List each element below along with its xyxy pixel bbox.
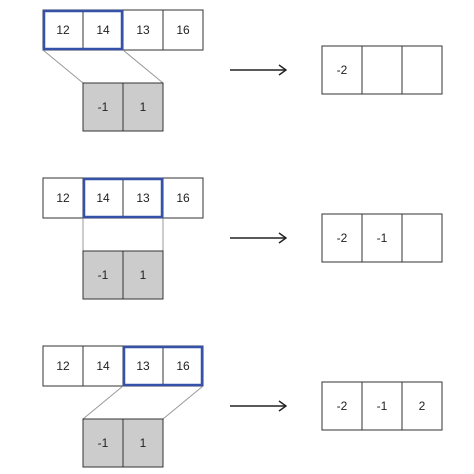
arrow-icon	[230, 64, 288, 76]
input-cell-value: 13	[136, 23, 150, 37]
output-cell-value: -1	[377, 399, 388, 413]
output-cell	[401, 213, 443, 263]
input-cell: 13	[122, 9, 164, 51]
kernel-cell: 1	[122, 418, 164, 468]
kernel-connector	[82, 385, 204, 420]
output-row: -2 -1 2	[321, 381, 443, 431]
input-cell: 16	[162, 345, 204, 387]
output-cell-value: -2	[337, 231, 348, 245]
output-cell: -2	[321, 381, 363, 431]
output-cell: -1	[361, 381, 403, 431]
kernel-cell-value: -1	[98, 268, 109, 282]
output-cell-value: -1	[377, 231, 388, 245]
input-cell-value: 16	[176, 191, 190, 205]
input-cell-value: 12	[56, 359, 70, 373]
kernel-cell-value: 1	[140, 436, 147, 450]
input-cell: 13	[122, 345, 164, 387]
output-cell: -2	[321, 213, 363, 263]
kernel-connector	[82, 218, 164, 251]
kernel-connector	[42, 49, 164, 84]
input-row: 12 14 13 16	[42, 9, 204, 51]
kernel-cell: -1	[82, 418, 124, 468]
step-2: 12 14 13 16 -1 1 -2 -1	[42, 177, 443, 300]
input-cell-value: 16	[176, 23, 190, 37]
input-cell: 14	[82, 9, 124, 51]
output-cell: -2	[321, 45, 363, 95]
input-row: 12 14 13 16	[42, 177, 204, 219]
input-cell-value: 13	[136, 191, 150, 205]
input-cell-value: 14	[96, 191, 110, 205]
kernel-cell: 1	[122, 250, 164, 300]
output-cell-value: -2	[337, 63, 348, 77]
highlight-window	[42, 9, 124, 51]
arrow-icon	[230, 232, 288, 244]
step-3: 12 14 13 16 -1 1 -2 -1 2	[42, 345, 443, 468]
highlight-window	[82, 177, 164, 219]
input-cell: 12	[42, 9, 84, 51]
input-cell: 12	[42, 177, 84, 219]
kernel-cell-value: 1	[140, 100, 147, 114]
input-cell-value: 13	[136, 359, 150, 373]
input-cell: 13	[122, 177, 164, 219]
output-cell-value: -2	[337, 399, 348, 413]
input-cell-value: 14	[96, 23, 110, 37]
kernel-cell-value: 1	[140, 268, 147, 282]
kernel-cell-value: -1	[98, 100, 109, 114]
kernel-cell: -1	[82, 250, 124, 300]
arrow-icon	[230, 400, 288, 412]
kernel-cell-value: -1	[98, 436, 109, 450]
step-1: 12 14 13 16 -1 1 -2	[42, 9, 443, 132]
input-cell: 16	[162, 9, 204, 51]
kernel-cell: 1	[122, 82, 164, 132]
kernel-cell: -1	[82, 82, 124, 132]
kernel: -1 1	[82, 250, 164, 300]
kernel: -1 1	[82, 418, 164, 468]
input-cell-value: 14	[96, 359, 110, 373]
kernel: -1 1	[82, 82, 164, 132]
input-cell: 12	[42, 345, 84, 387]
input-row: 12 14 13 16	[42, 345, 204, 387]
output-cell-value: 2	[419, 399, 426, 413]
output-row: -2 -1	[321, 213, 443, 263]
input-cell: 14	[82, 177, 124, 219]
input-cell: 14	[82, 345, 124, 387]
output-cell	[401, 45, 443, 95]
output-cell: 2	[401, 381, 443, 431]
output-cell	[361, 45, 403, 95]
highlight-window	[122, 345, 204, 387]
input-cell-value: 16	[176, 359, 190, 373]
output-row: -2	[321, 45, 443, 95]
input-cell: 16	[162, 177, 204, 219]
input-cell-value: 12	[56, 191, 70, 205]
input-cell-value: 12	[56, 23, 70, 37]
output-cell: -1	[361, 213, 403, 263]
